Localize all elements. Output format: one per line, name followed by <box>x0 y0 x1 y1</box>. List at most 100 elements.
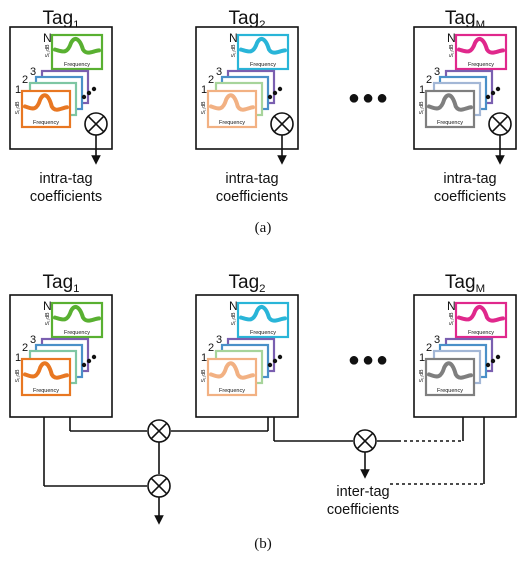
coefficients-label: coefficients <box>216 189 288 205</box>
coefficients-label: coefficients <box>434 189 506 205</box>
dot <box>86 358 92 364</box>
plot-index-n: N <box>43 31 52 45</box>
plot-index-n: N <box>229 31 238 45</box>
plot-xlabel: Frequency <box>437 388 463 394</box>
dot <box>277 86 283 92</box>
plot-n: Frequency S₁₁dB <box>231 301 290 339</box>
plot-ylabel: S₁₁dB <box>15 369 21 382</box>
plot-curve <box>427 361 473 380</box>
dot <box>91 86 97 92</box>
dot <box>86 90 92 96</box>
stack-dots <box>485 354 501 368</box>
stack-dots <box>267 86 283 100</box>
plot-xlabel: Frequency <box>468 330 494 336</box>
plot-xlabel: Frequency <box>33 120 59 126</box>
stack-index-3: 3 <box>216 66 222 78</box>
plot-index-n: N <box>229 299 238 313</box>
plot-1: Frequency S₁₁dB <box>15 89 72 129</box>
multiply-cross-b <box>356 432 374 450</box>
inter-tag-label: inter-tag <box>336 484 389 500</box>
stack-index-1: 1 <box>201 352 207 364</box>
dot <box>277 354 283 360</box>
intra-tag-label: intra-tag <box>225 171 278 187</box>
stack-index-1: 1 <box>419 352 425 364</box>
plot-xlabel: Frequency <box>250 62 276 68</box>
plot-curve <box>23 361 69 380</box>
plot-curve <box>239 305 287 323</box>
plot-ylabel: S₁₁dB <box>449 44 455 57</box>
intra-tag-label: intra-tag <box>39 171 92 187</box>
multiply-cross-b <box>491 115 509 133</box>
dot <box>267 94 273 100</box>
stack-index-3: 3 <box>434 334 440 346</box>
stack-index-3: 3 <box>30 334 36 346</box>
plot-1: Frequency S₁₁dB <box>201 89 258 129</box>
plot-1: Frequency S₁₁dB <box>419 89 476 129</box>
multiply-icon <box>147 474 171 498</box>
dot <box>272 358 278 364</box>
coefficients-label: coefficients <box>30 189 102 205</box>
plot-curve <box>53 37 101 55</box>
stack-dots <box>267 354 283 368</box>
stack-index-2: 2 <box>22 74 28 86</box>
plot-xlabel: Frequency <box>219 388 245 394</box>
ellipsis-icon: ●●● <box>348 87 390 109</box>
plot-index-n: N <box>447 299 456 313</box>
stack-index-3: 3 <box>216 334 222 346</box>
plot-xlabel: Frequency <box>33 388 59 394</box>
plot-curve <box>457 305 505 323</box>
stack-index-3: 3 <box>30 66 36 78</box>
tag-title: Tag2 <box>229 8 266 31</box>
panel-b-caption: (b) <box>254 536 272 552</box>
plot-ylabel: S₁₁dB <box>419 101 425 114</box>
panel-a: Tag1NFrequencyS₁₁dBFrequencyS₁₁dB123intr… <box>9 8 517 205</box>
stack-index-3: 3 <box>434 66 440 78</box>
dot <box>490 90 496 96</box>
plot-xlabel: Frequency <box>64 62 90 68</box>
intra-tag-label: intra-tag <box>443 171 496 187</box>
plot-curve <box>23 93 69 112</box>
dot <box>272 90 278 96</box>
plot-ylabel: S₁₁dB <box>201 369 207 382</box>
stack-index-1: 1 <box>419 84 425 96</box>
multiply-icon <box>488 112 512 136</box>
stack-index-2: 2 <box>426 74 432 86</box>
plot-1: Frequency S₁₁dB <box>419 357 476 397</box>
plot-xlabel: Frequency <box>437 120 463 126</box>
stack-index-2: 2 <box>208 342 214 354</box>
plot-index-n: N <box>447 31 456 45</box>
stack-index-2: 2 <box>208 74 214 86</box>
multiply-icon <box>353 429 377 453</box>
multiply-cross-b <box>273 115 291 133</box>
plot-ylabel: S₁₁dB <box>231 312 237 325</box>
plot-ylabel: S₁₁dB <box>201 101 207 114</box>
plot-ylabel: S₁₁dB <box>419 369 425 382</box>
plot-curve <box>457 37 505 55</box>
multiply-cross-b <box>150 477 168 495</box>
stack-dots <box>81 354 97 368</box>
panel-a-caption: (a) <box>255 220 272 236</box>
stack-index-2: 2 <box>22 342 28 354</box>
plot-curve <box>239 37 287 55</box>
dot <box>81 94 87 100</box>
plot-1: Frequency S₁₁dB <box>201 357 258 397</box>
tag-title: TagM <box>445 272 485 295</box>
stack-index-2: 2 <box>426 342 432 354</box>
multiply-icon <box>84 112 108 136</box>
plot-xlabel: Frequency <box>219 120 245 126</box>
plot-ylabel: S₁₁dB <box>15 101 21 114</box>
plot-xlabel: Frequency <box>250 330 276 336</box>
plot-ylabel: S₁₁dB <box>45 312 51 325</box>
multiply-cross-b <box>150 422 168 440</box>
stack-index-1: 1 <box>15 84 21 96</box>
